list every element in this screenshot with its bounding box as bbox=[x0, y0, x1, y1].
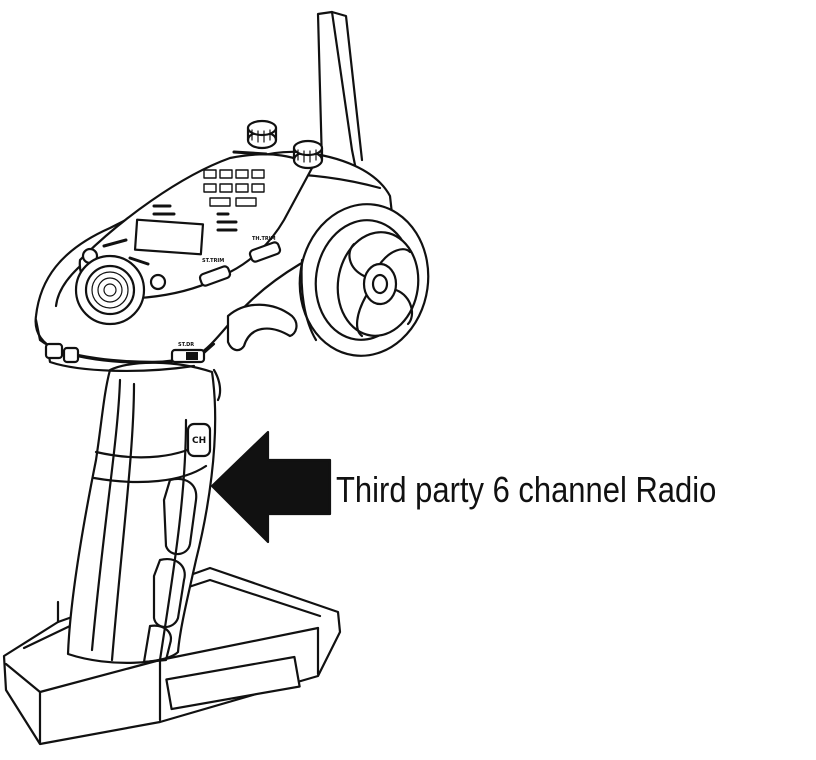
base-slot bbox=[165, 655, 301, 711]
th-trim-switch bbox=[248, 241, 282, 263]
front-switch-2 bbox=[62, 346, 80, 364]
grip-ch-button bbox=[186, 422, 212, 458]
knob-left bbox=[246, 119, 278, 137]
jog-dial bbox=[74, 254, 146, 326]
throttle-trigger bbox=[212, 303, 298, 402]
top-knobs bbox=[246, 119, 324, 170]
trim-left-label: ST.TRIM bbox=[202, 258, 224, 264]
grip-finger-3 bbox=[142, 624, 172, 664]
keypad-grid bbox=[203, 169, 265, 207]
panel-button-right bbox=[149, 273, 167, 291]
steering-wheel bbox=[298, 203, 430, 357]
grip-finger-1 bbox=[162, 477, 198, 556]
control-panel: ST.TRIM TH.TRIM bbox=[74, 150, 314, 326]
switch-label: ST.DR bbox=[178, 342, 194, 348]
handle-grip: CH bbox=[66, 361, 217, 664]
st-trim-switch bbox=[198, 265, 232, 287]
trim-right-label: TH.TRIM bbox=[252, 236, 276, 242]
grip-label: CH bbox=[192, 436, 206, 446]
caption-label: Third party 6 channel Radio bbox=[336, 469, 717, 510]
indicator-bars bbox=[152, 204, 238, 232]
grip-finger-2 bbox=[152, 558, 186, 629]
arrow-icon bbox=[210, 430, 332, 544]
knob-right bbox=[292, 139, 324, 157]
front-switch-1 bbox=[44, 342, 64, 360]
lcd-screen bbox=[133, 218, 205, 256]
